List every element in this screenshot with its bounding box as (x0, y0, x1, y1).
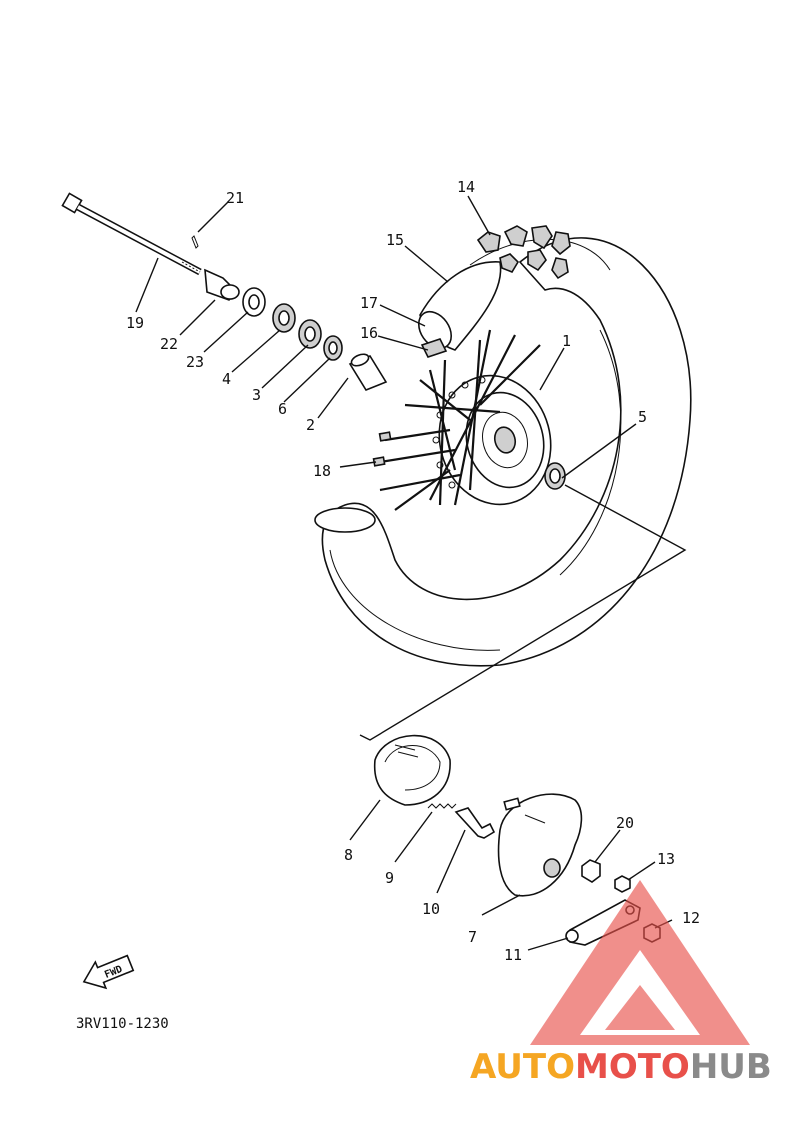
watermark-part1: AUTO (470, 1047, 575, 1087)
watermark-part2: MOTO (575, 1047, 690, 1087)
nut-13 (614, 875, 631, 893)
nut-20 (581, 859, 601, 883)
spoke-nipples (372, 431, 392, 467)
label-part-6: 6 (278, 400, 287, 418)
watermark-logo (530, 880, 750, 1045)
brake-shoe-plate (497, 793, 583, 897)
label-part-18: 18 (313, 462, 331, 480)
label-part-8: 8 (344, 846, 353, 864)
spacer (348, 353, 388, 391)
watermark-text: AUTOMOTOHUB (470, 1047, 772, 1087)
bearing-6 (323, 335, 343, 361)
label-part-5: 5 (638, 408, 647, 426)
label-part-14: 14 (457, 178, 475, 196)
label-part-4: 4 (222, 370, 231, 388)
label-part-23: 23 (186, 353, 204, 371)
brake-shoe (373, 734, 451, 806)
assembly-guide-line (359, 484, 687, 741)
fwd-arrow-badge: FWD (82, 954, 135, 990)
label-part-17: 17 (360, 294, 378, 312)
tire (314, 225, 692, 667)
label-part-20: 20 (616, 814, 634, 832)
label-part-3: 3 (252, 386, 261, 404)
label-part-1: 1 (562, 332, 571, 350)
tire-tread (476, 225, 571, 280)
label-part-21: 21 (226, 189, 244, 207)
spokes (379, 329, 541, 511)
camshaft (454, 807, 496, 839)
spring (427, 803, 457, 809)
label-part-13: 13 (657, 850, 675, 868)
label-part-22: 22 (160, 335, 178, 353)
callout-leaders (135, 195, 673, 951)
label-part-2: 2 (306, 416, 315, 434)
bearing-4 (272, 303, 296, 333)
label-part-12: 12 (682, 909, 700, 927)
label-part-9: 9 (385, 869, 394, 887)
collar (544, 462, 566, 490)
axle-nut (204, 268, 240, 301)
label-part-19: 19 (126, 314, 144, 332)
watermark-part3: HUB (690, 1047, 772, 1087)
label-part-16: 16 (360, 324, 378, 342)
label-part-10: 10 (422, 900, 440, 918)
rim-band (420, 338, 448, 358)
diagram-reference: 3RV110-1230 (76, 1016, 169, 1032)
spacer-flange (298, 319, 322, 349)
axle (61, 192, 202, 276)
label-part-11: 11 (504, 946, 522, 964)
label-part-15: 15 (386, 231, 404, 249)
dust-seal (242, 287, 266, 317)
label-part-7: 7 (468, 928, 477, 946)
inner-tube (417, 261, 502, 351)
cotter-pin (191, 235, 199, 249)
wheel-hub (432, 374, 552, 506)
